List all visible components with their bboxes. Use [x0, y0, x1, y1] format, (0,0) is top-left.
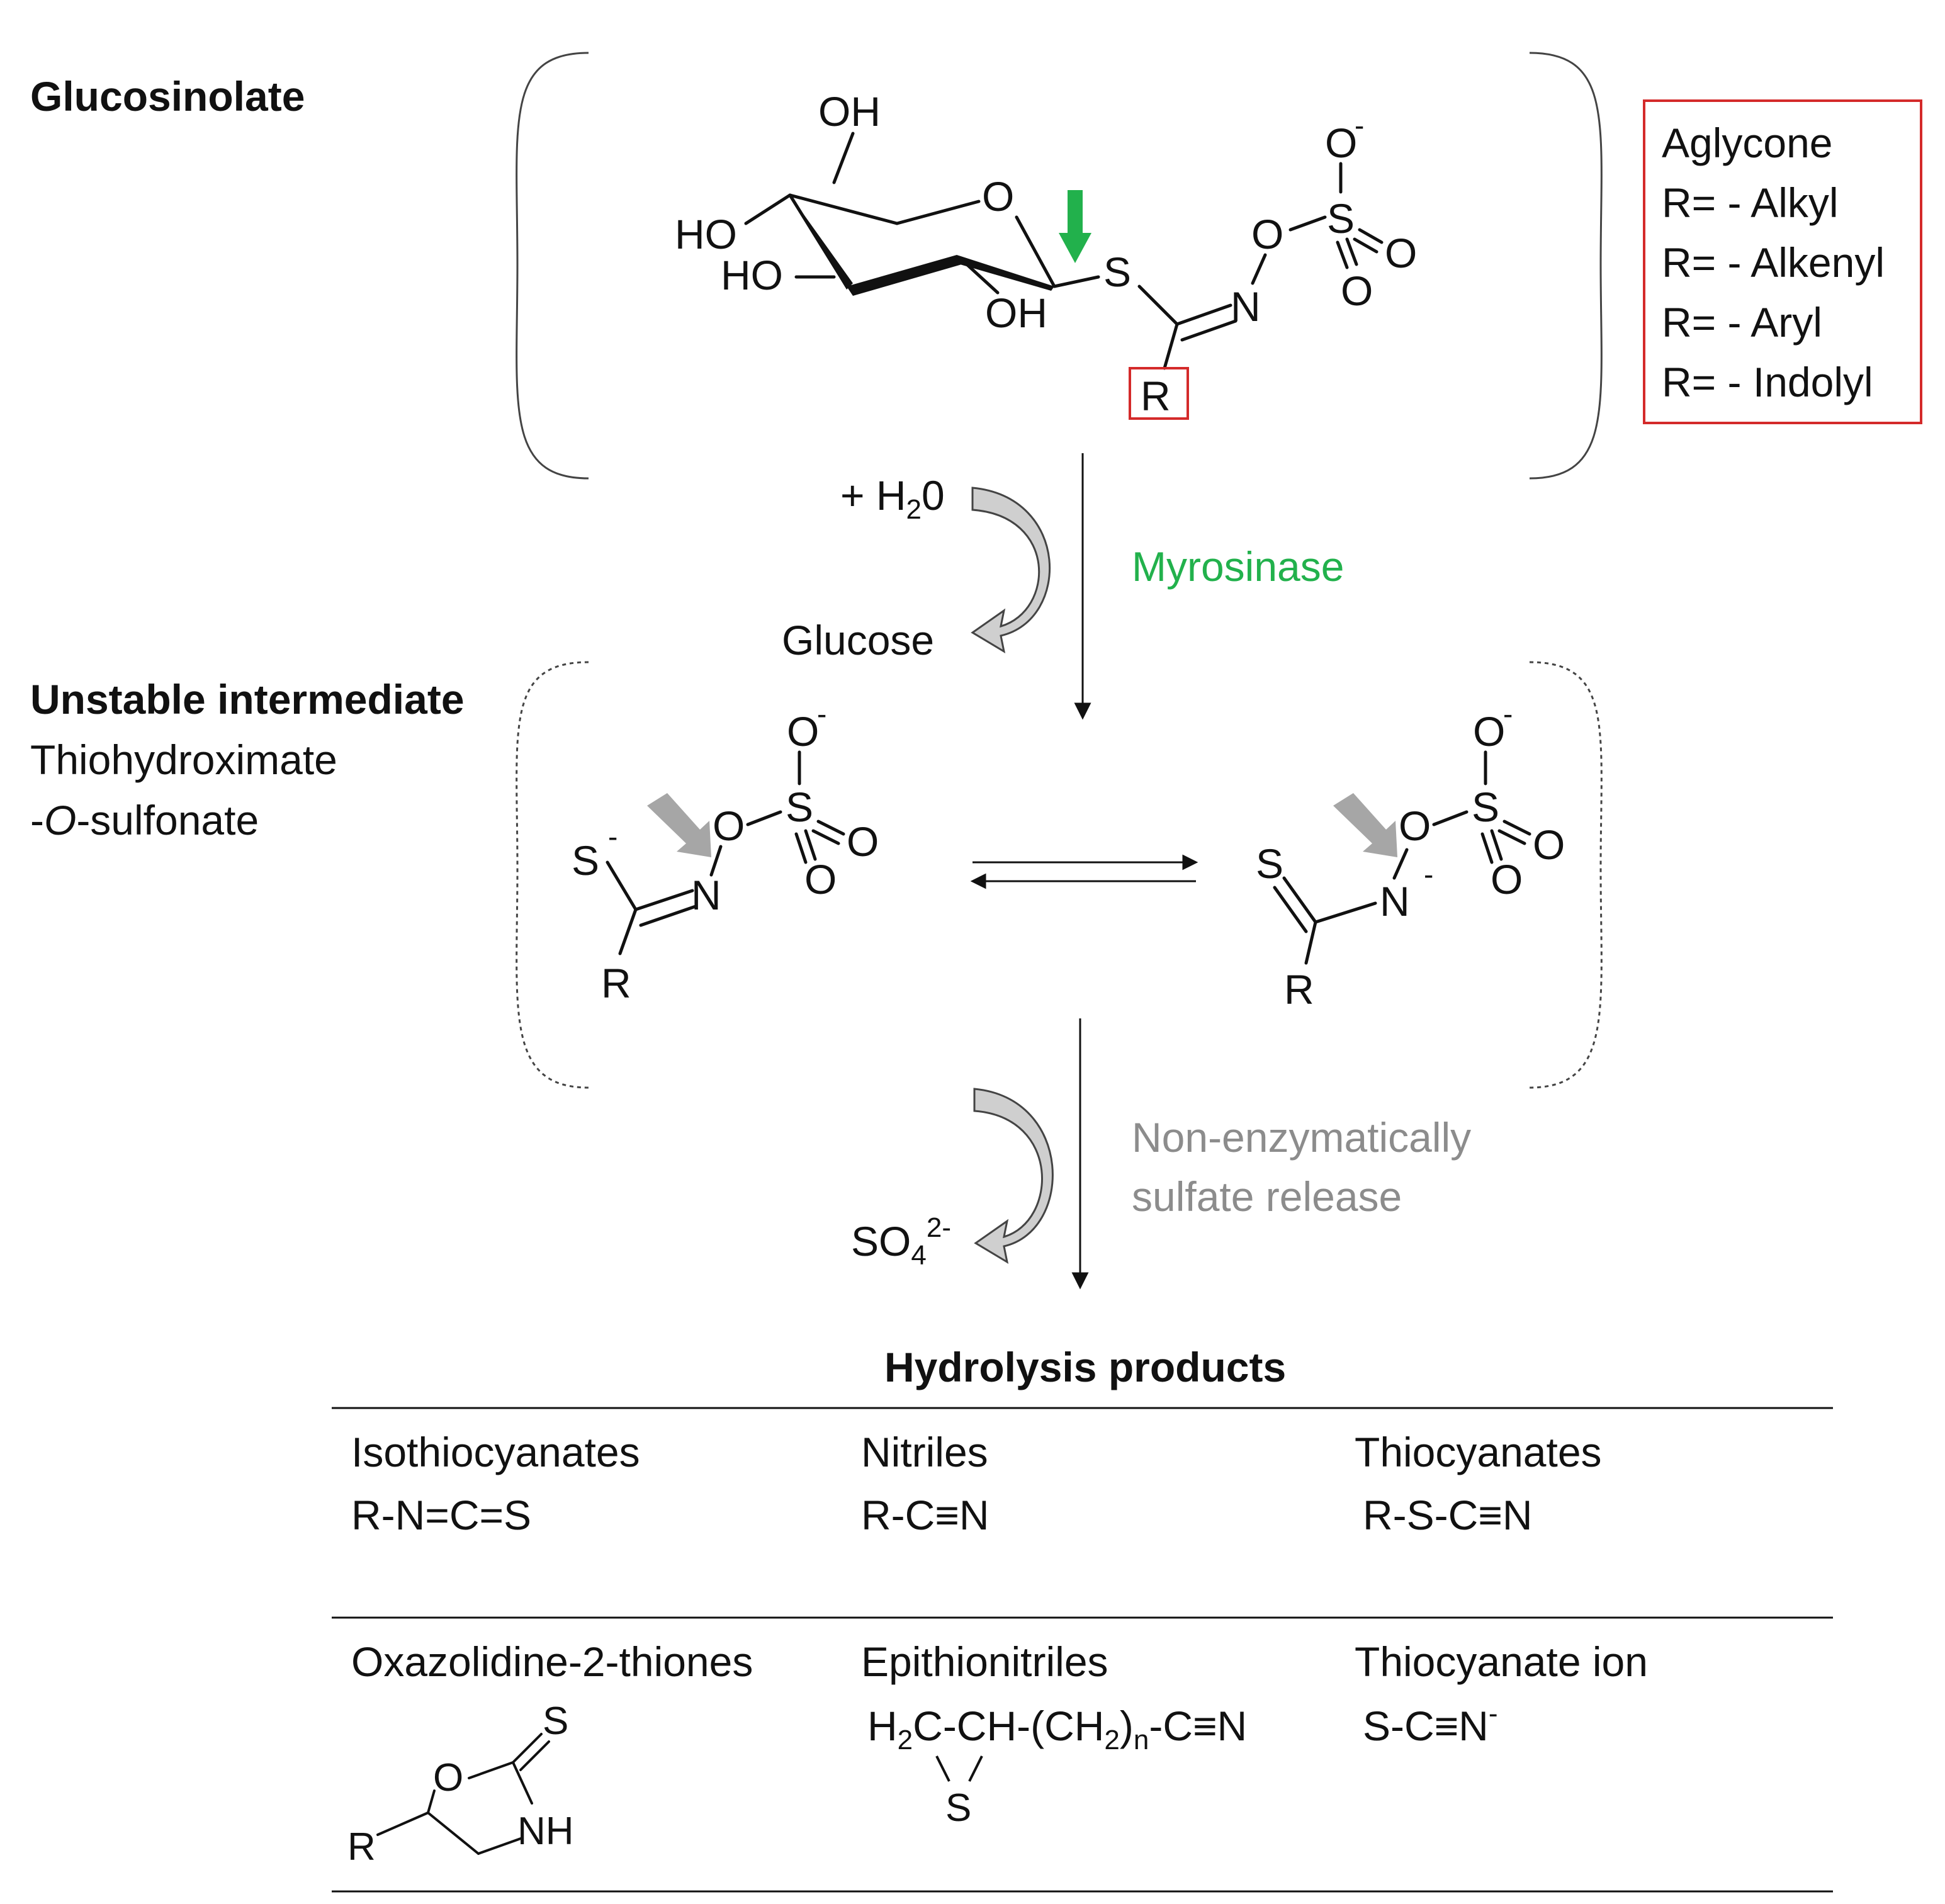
label-s: S	[945, 1786, 971, 1830]
product-name: Nitriles	[861, 1429, 988, 1475]
label-r: R	[1141, 373, 1171, 419]
label-o-right: O	[1533, 821, 1565, 868]
grey-arrow-icon	[647, 793, 711, 857]
intermediate-subtitle-2: -O-sulfonate	[30, 797, 259, 843]
aglycone-item: R= - Aryl	[1662, 299, 1822, 346]
label-sulfur: S	[786, 784, 813, 830]
label-o-minus: O	[1325, 120, 1357, 166]
intermediate-right-structure: S N - O S O - O O R	[1256, 697, 1565, 1013]
label-s: S	[1256, 840, 1283, 887]
label-sulfur: S	[1327, 195, 1355, 242]
label-n: N	[1380, 878, 1410, 925]
curved-arrow-2-icon	[973, 1088, 1054, 1265]
product-name: Epithionitriles	[861, 1638, 1108, 1685]
oxazolidine-structure: S O NH R	[347, 1699, 574, 1869]
product-name: Thiocyanate ion	[1355, 1638, 1648, 1685]
aglycone-box: Aglycone R= - Alkyl R= - Alkenyl R= - Ar…	[1643, 99, 1922, 424]
aglycone-item: R= - Alkyl	[1662, 179, 1839, 226]
aglycone-item: R= - Indolyl	[1662, 359, 1873, 405]
label-o: O	[433, 1756, 463, 1800]
label-o-bottom: O	[1341, 268, 1373, 314]
label-o-right: O	[847, 818, 879, 865]
label-s: S	[1103, 249, 1131, 295]
product-formula: R-S-C≡N	[1363, 1492, 1532, 1538]
glucosinolate-label: Glucosinolate	[30, 73, 305, 120]
label-o-bottom: O	[804, 856, 837, 903]
label-o: O	[1399, 803, 1431, 849]
table-rules	[332, 1407, 1833, 1893]
label-o-minus: O	[1473, 708, 1505, 755]
label-sulfur: S	[1472, 784, 1499, 830]
label-n: N	[691, 872, 721, 918]
label-o-bottom: O	[1491, 856, 1523, 903]
curved-arrow-1-icon	[971, 487, 1051, 654]
label-o-minus: O	[787, 708, 819, 755]
green-arrow-icon	[1059, 190, 1091, 263]
product-formula: S-C≡N-	[1363, 1698, 1498, 1749]
label-minus: -	[1424, 858, 1433, 891]
label-oh-bottom: OH	[985, 290, 1047, 336]
product-name: Thiocyanates	[1355, 1429, 1602, 1475]
label-o: O	[1251, 211, 1283, 257]
intermediate-label: Unstable intermediate	[30, 676, 465, 723]
grey-arrow-icon	[1333, 793, 1397, 857]
product-formula: R-C≡N	[861, 1492, 989, 1538]
intermediate-subtitle-1: Thiohydroximate	[30, 736, 337, 783]
sulfate-product: SO42-	[851, 1212, 951, 1271]
product-formula: R-N=C=S	[351, 1492, 531, 1538]
product-name: Isothiocyanates	[351, 1429, 640, 1475]
label-s: S	[572, 837, 599, 884]
non-enzymatic-label-1: Non-enzymatically	[1132, 1114, 1471, 1161]
label-minus: -	[817, 697, 826, 730]
enzyme-label: Myrosinase	[1132, 543, 1344, 590]
equilibrium-arrows	[970, 854, 1198, 889]
glucosinolate-brackets	[516, 52, 1603, 480]
product-name: Oxazolidine-2-thiones	[351, 1638, 753, 1685]
water-reagent: + H20	[840, 472, 945, 525]
glucosinolate-structure: OH HO HO OH O S N O S O - O O R	[675, 88, 1417, 420]
label-r: R	[1284, 966, 1314, 1013]
label-minus: -	[1503, 697, 1513, 730]
aglycone-item: R= - Alkenyl	[1662, 239, 1885, 286]
label-ring-o: O	[982, 173, 1014, 220]
glucose-product: Glucose	[782, 617, 934, 663]
label-o-right: O	[1385, 230, 1417, 276]
label-s: S	[543, 1699, 568, 1743]
label-n: N	[1231, 283, 1261, 330]
epithio-ring	[935, 1755, 983, 1782]
intermediate-brackets	[516, 661, 1603, 1089]
label-minus: -	[1355, 109, 1364, 142]
label-ho-2: HO	[721, 252, 783, 298]
label-oh-top: OH	[818, 88, 881, 135]
label-minus: -	[608, 820, 617, 853]
label-ho-1: HO	[675, 211, 737, 257]
label-r: R	[601, 960, 631, 1006]
product-formula: H2C-CH-(CH2)n-C≡N	[867, 1703, 1247, 1755]
products-title: Hydrolysis products	[884, 1344, 1286, 1390]
label-nh: NH	[517, 1810, 574, 1853]
label-r: R	[347, 1825, 376, 1869]
aglycone-title: Aglycone	[1662, 120, 1833, 166]
non-enzymatic-label-2: sulfate release	[1132, 1173, 1402, 1220]
intermediate-left-structure: S - N O S O - O O R	[572, 697, 879, 1006]
r-highlight-box	[1129, 367, 1189, 420]
label-o: O	[713, 803, 745, 849]
